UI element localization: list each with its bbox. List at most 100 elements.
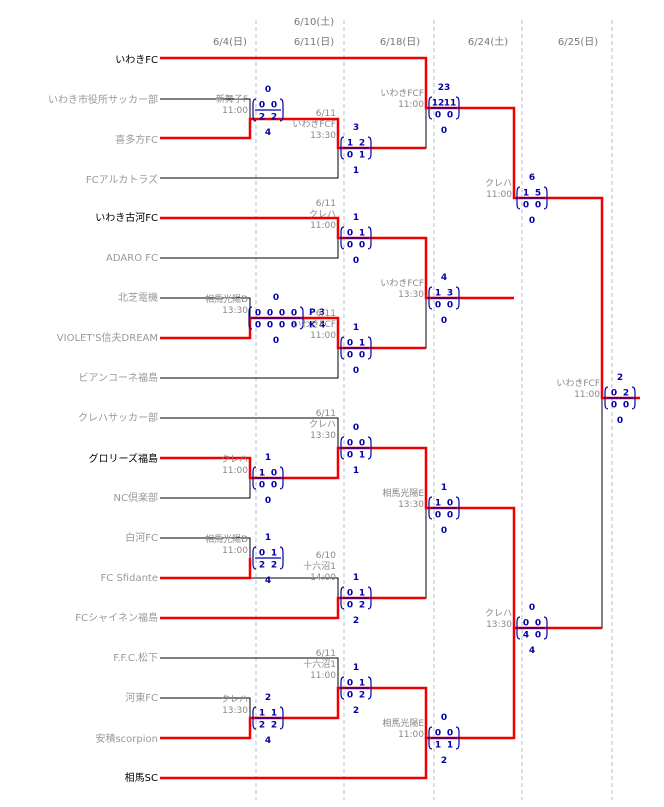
score-half-top: 0 (347, 679, 353, 689)
score-total-top: 1 (353, 573, 359, 583)
team-name: ビアンコーネ福島 (78, 371, 158, 384)
score-half-top: 3 (447, 289, 453, 299)
match-venue: 11:00 (310, 331, 336, 341)
team-name: クレハサッカー部 (78, 411, 158, 424)
score-half-top: 0 (267, 309, 273, 319)
score-half-bottom: 0 (435, 511, 441, 521)
date-headers: 6/4(日) 6/10(土) 6/11(日) 6/18(日) 6/24(土) 6… (213, 15, 598, 48)
score-total-bottom: 0 (273, 336, 279, 346)
date-header: 6/10(土) (294, 15, 334, 28)
team-names: いわきFC いわき市役所サッカー部 喜多方FC FCアルカトラズ いわき古河FC… (48, 54, 158, 784)
score-half-top: 0 (347, 229, 353, 239)
score-total-top: 0 (353, 423, 359, 433)
match-venue: いわきFCF (292, 119, 336, 130)
score-brace (516, 616, 548, 640)
match-venue: 新舞子F (216, 93, 248, 105)
match-venue: 6/11 (316, 109, 336, 119)
match-venue: 相馬光陽E (382, 487, 424, 499)
score-brace (340, 586, 372, 610)
score-total-bottom: 0 (617, 416, 623, 426)
score-total-top: 0 (273, 293, 279, 303)
score-half-bottom: 0 (347, 351, 353, 361)
match-venue: いわきFCF (380, 88, 424, 99)
score-brace (516, 186, 548, 210)
bracket-line (160, 148, 339, 179)
match-venue: 相馬光陽D (205, 293, 248, 305)
score-half-bottom: 2 (259, 113, 265, 123)
match-venue: 11:00 (222, 106, 248, 116)
date-header: 6/18(日) (380, 37, 420, 48)
team-name: 北芝電機 (118, 291, 158, 304)
score-half-bottom: 0 (447, 511, 453, 521)
team-name: グロリーズ福島 (89, 452, 159, 465)
score-half-bottom: 1 (359, 151, 365, 161)
score-half-top: 1 (435, 499, 441, 509)
winner-path (160, 446, 602, 630)
match-venue: 十六沼1 (303, 658, 336, 670)
match-venue: 11:00 (310, 221, 336, 231)
score-total-bottom: 4 (529, 646, 535, 656)
score-total-bottom: 4 (265, 576, 271, 586)
score-half-bottom: 0 (435, 301, 441, 311)
score-total-bottom: 0 (529, 216, 535, 226)
match-venue: 14:00 (310, 573, 336, 583)
match-venue: 13:30 (222, 306, 248, 316)
match-venue: 6/11 (316, 309, 336, 319)
score-brace (340, 676, 372, 700)
score-total-top: 1 (265, 533, 271, 543)
match-venue: 13:30 (310, 131, 336, 141)
score-brace (340, 336, 372, 360)
match-venue: 11:00 (398, 100, 424, 110)
score-half-bottom: 0 (535, 631, 541, 641)
match-venue: 十六沼1 (303, 560, 336, 572)
match-venue: 11:00 (574, 390, 600, 400)
score-half-top: 1 (259, 709, 265, 719)
score-half-top: 0 (255, 309, 261, 319)
score-half-bottom: 0 (279, 321, 285, 331)
score-total-top: 2 (617, 373, 623, 383)
bracket-line (250, 577, 339, 618)
score-total-bottom: 0 (353, 366, 359, 376)
score-half-bottom: 2 (359, 601, 365, 611)
score-total-bottom: 1 (353, 166, 359, 176)
score-half-bottom: 0 (611, 401, 617, 411)
team-name: FCシャイネン福島 (75, 611, 158, 624)
score-total-top: 6 (529, 173, 535, 183)
score-half-top: 11 (444, 99, 457, 109)
score-half-bottom: 0 (347, 691, 353, 701)
score-brace (428, 286, 460, 310)
score-half-top: 0 (359, 439, 365, 449)
score-half-top: 0 (447, 729, 453, 739)
match-venue: 11:00 (222, 546, 248, 556)
score-half-bottom: 0 (267, 321, 273, 331)
match-venue: 6/11 (316, 199, 336, 209)
match-venue: 13:30 (486, 620, 512, 630)
score-half-bottom: 0 (359, 351, 365, 361)
bracket-line (514, 398, 603, 629)
score-half-bottom: 0 (523, 201, 529, 211)
date-header: 6/4(日) (213, 37, 247, 48)
winner-path (160, 686, 428, 740)
score-half-top: 0 (259, 549, 265, 559)
score-total-bottom: 4 (265, 736, 271, 746)
score-total-bottom: 0 (441, 316, 447, 326)
score-total-bottom: 1 (353, 466, 359, 476)
score-half-bottom: 2 (359, 691, 365, 701)
score-total-bottom: 2 (353, 616, 359, 626)
score-total-bottom: 2 (353, 706, 359, 716)
team-name: FC Sfidante (101, 573, 158, 584)
bracket-line (338, 508, 427, 599)
pk-top: P 3 (309, 308, 325, 318)
match-venue: クレハ (309, 419, 336, 430)
score-half-top: 1 (347, 139, 353, 149)
pk-bottom: K 4 (309, 321, 325, 331)
